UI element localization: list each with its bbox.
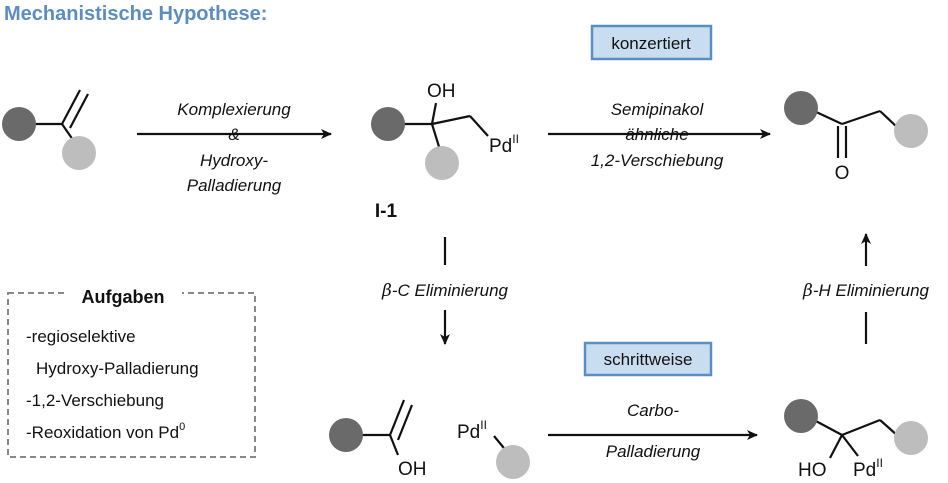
alkyl-pd-bonds xyxy=(813,418,899,459)
step-label-carbo-2: Palladierung xyxy=(606,442,701,461)
step-label-beta-h: β-H Eliminierung xyxy=(802,281,930,301)
pd-zero-superscript: 0 xyxy=(179,421,185,433)
step-label-complexation-3: Hydroxy- xyxy=(200,151,268,170)
enol-hydroxy-label: OH xyxy=(398,459,427,480)
step-label-beta-c: β-C Eliminierung xyxy=(381,281,509,301)
enol-bonds xyxy=(360,399,414,456)
beta-symbol: β xyxy=(802,281,813,301)
hydroxy-label: OH xyxy=(427,81,456,102)
task-item-4-text: -Reoxidation von Pd xyxy=(26,423,179,442)
task-item-4: -Reoxidation von Pd0 xyxy=(26,421,185,442)
step-label-semipinacol-1: Semipinakol xyxy=(611,100,705,119)
task-item-3: -1,2-Verschiebung xyxy=(26,391,164,410)
task-item-1: -regioselektive xyxy=(26,327,136,346)
dark-substituent-ball xyxy=(329,418,363,452)
light-substituent-ball xyxy=(425,146,459,180)
pd-species-label: PdII xyxy=(457,418,487,443)
dark-substituent-ball xyxy=(784,399,818,433)
beta-symbol: β xyxy=(381,281,392,301)
pd-symbol: Pd xyxy=(489,136,512,157)
intermediate-i1-bonds xyxy=(402,102,489,151)
light-substituent-ball xyxy=(894,421,928,455)
concerted-label: konzertiert xyxy=(611,34,691,53)
light-substituent-ball xyxy=(894,114,928,148)
dark-substituent-ball xyxy=(371,107,405,141)
pd-symbol: Pd xyxy=(457,422,480,443)
pd-oxidation-state: II xyxy=(480,418,487,432)
step-label-complexation-1: Komplexierung xyxy=(177,100,291,119)
light-substituent-ball xyxy=(496,445,530,479)
concerted-box xyxy=(590,24,713,61)
pd-symbol: Pd xyxy=(853,460,876,481)
dark-substituent-ball xyxy=(2,107,36,141)
carbonyl-oxygen-label: O xyxy=(835,163,850,184)
step-label-semipinacol-3: 1,2-Verschiebung xyxy=(591,151,724,170)
step-label-semipinacol-2: ähnliche xyxy=(625,125,688,144)
light-substituent-ball xyxy=(62,136,96,170)
pd-oxidation-state: II xyxy=(876,456,883,470)
beta-c-text: -C Eliminierung xyxy=(392,281,509,300)
hydroxy-label: HO xyxy=(798,460,827,481)
palladium-label: PdII xyxy=(489,132,519,157)
palladium-label: PdII xyxy=(853,456,883,481)
scheme-title: Mechanistische Hypothese: xyxy=(4,3,267,25)
stepwise-label: schrittweise xyxy=(604,350,693,369)
ketone-product-bonds xyxy=(813,109,899,158)
step-label-carbo-1: Carbo- xyxy=(627,401,679,420)
step-label-complexation-2: & xyxy=(228,125,239,144)
pd-oxidation-state: II xyxy=(512,132,519,146)
intermediate-label: I-1 xyxy=(375,201,398,222)
step-label-complexation-4: Palladierung xyxy=(187,176,282,195)
dark-substituent-ball xyxy=(784,91,818,125)
stepwise-box xyxy=(583,341,713,377)
task-item-2: Hydroxy-Palladierung xyxy=(36,359,199,378)
tasks-heading-bg xyxy=(64,282,182,304)
tasks-heading: Aufgaben xyxy=(82,287,165,307)
beta-h-text: -H Eliminierung xyxy=(813,281,930,300)
